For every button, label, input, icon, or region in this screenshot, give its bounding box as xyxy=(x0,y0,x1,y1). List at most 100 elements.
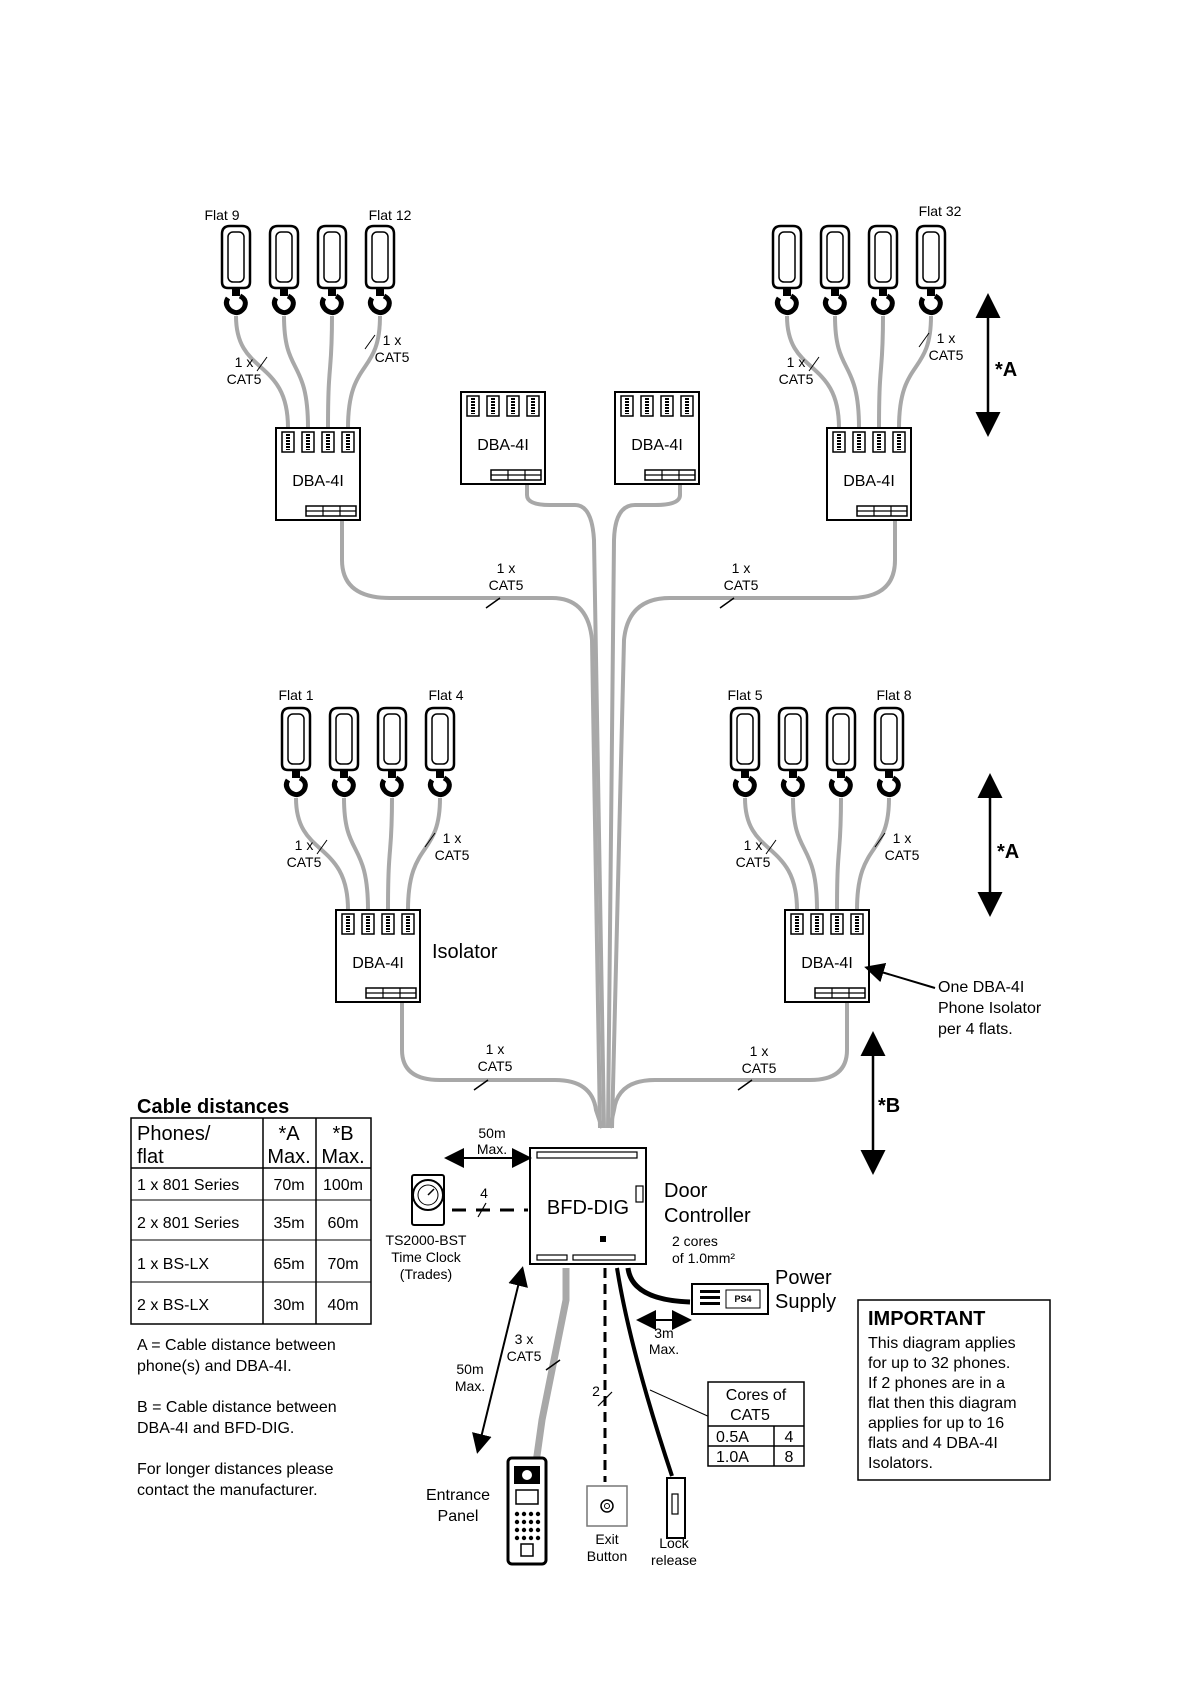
cable-label: 1 x xyxy=(443,830,462,846)
svg-text:Isolators.: Isolators. xyxy=(868,1455,933,1472)
svg-text:for up to 32 phones.: for up to 32 phones. xyxy=(868,1355,1010,1372)
svg-text:(Trades): (Trades) xyxy=(400,1266,452,1282)
handset-icon xyxy=(825,706,857,798)
svg-text:CAT5: CAT5 xyxy=(730,1407,770,1424)
cable-label: 1 x xyxy=(383,332,402,348)
handset-icon xyxy=(424,706,456,798)
svg-text:*A: *A xyxy=(278,1123,300,1145)
svg-text:release: release xyxy=(651,1552,697,1568)
exit-button-cable: 2 xyxy=(592,1268,613,1482)
door-controller: BFD-DIG xyxy=(529,1147,647,1265)
entrance-panel-label: Entrance Panel xyxy=(426,1487,490,1525)
svg-text:35m: 35m xyxy=(273,1215,304,1232)
phone-cable xyxy=(833,315,861,429)
svg-text:60m: 60m xyxy=(327,1215,358,1232)
isolator-name: DBA-4I xyxy=(477,437,529,454)
cable-label: 1 x xyxy=(295,837,314,853)
svg-text:Exit: Exit xyxy=(595,1531,618,1547)
phone-cable xyxy=(785,315,841,429)
dba-4i-isolator: DBA-4I xyxy=(784,909,870,1003)
svg-text:contact the manufacturer.: contact the manufacturer. xyxy=(137,1482,318,1499)
cable-label: CAT5 xyxy=(287,854,322,870)
svg-text:2 x 801 Series: 2 x 801 Series xyxy=(137,1215,239,1232)
svg-text:Lock: Lock xyxy=(659,1535,690,1551)
svg-text:of 1.0mm²: of 1.0mm² xyxy=(672,1250,735,1266)
dba-4i-isolator: DBA-4I xyxy=(614,391,700,485)
svg-text:Phone Isolator: Phone Isolator xyxy=(938,1000,1042,1017)
svg-text:1 x: 1 x xyxy=(732,560,751,576)
svg-text:B = Cable distance between: B = Cable distance between xyxy=(137,1399,337,1416)
phone-cable xyxy=(877,315,885,429)
cable-label: CAT5 xyxy=(779,371,814,387)
svg-text:Panel: Panel xyxy=(438,1508,479,1525)
svg-text:50m: 50m xyxy=(456,1361,483,1377)
flat-label-left: Flat 1 xyxy=(278,687,313,703)
lock-release-cable xyxy=(615,1267,713,1477)
cable-label: CAT5 xyxy=(435,847,470,863)
svg-text:1 x: 1 x xyxy=(750,1043,769,1059)
cable-distances: Cable distances Phones/ flat *A Max. *B … xyxy=(130,1096,372,1325)
svg-text:For longer distances please: For longer distances please xyxy=(137,1461,334,1478)
handset-icon xyxy=(771,224,803,316)
svg-text:applies for up to 16: applies for up to 16 xyxy=(868,1415,1004,1432)
svg-text:CAT5: CAT5 xyxy=(507,1348,542,1364)
phone-cable xyxy=(743,797,799,911)
isolator-name: DBA-4I xyxy=(352,955,404,972)
cable-label: CAT5 xyxy=(929,347,964,363)
cable-label: 1 x xyxy=(937,330,956,346)
svg-text:40m: 40m xyxy=(327,1297,358,1314)
cable-label: CAT5 xyxy=(885,847,920,863)
svg-text:70m: 70m xyxy=(327,1256,358,1273)
phone-cable xyxy=(282,315,310,429)
exit-button: Exit Button xyxy=(586,1485,628,1564)
cores-table: Cores of CAT5 0.5A 4 1.0A 8 xyxy=(707,1381,805,1467)
power-supply: PS4 Power Supply xyxy=(691,1267,836,1315)
svg-text:2 x BS-LX: 2 x BS-LX xyxy=(137,1297,209,1314)
time-clock: 4 xyxy=(411,1174,528,1226)
svg-text:A = Cable distance between: A = Cable distance between xyxy=(137,1337,336,1354)
flat-label-left: Flat 5 xyxy=(727,687,762,703)
svg-text:TS2000-BST: TS2000-BST xyxy=(386,1232,467,1248)
handset-icon xyxy=(867,224,899,316)
svg-text:Max.: Max. xyxy=(267,1146,310,1168)
handset-icon xyxy=(268,224,300,316)
phone-cable xyxy=(386,797,394,911)
phone-cable xyxy=(897,315,933,429)
svg-text:CAT5: CAT5 xyxy=(478,1058,513,1074)
cable-distances-notes: A = Cable distance between phone(s) and … xyxy=(137,1337,337,1499)
power-supply-distance: 3m Max. xyxy=(636,1310,692,1357)
distance-arrow-b: *B xyxy=(860,1031,900,1175)
cable-label: 1 x xyxy=(893,830,912,846)
important-title: IMPORTANT xyxy=(868,1308,985,1330)
svg-text:Phones/: Phones/ xyxy=(137,1123,211,1145)
isolator-name: DBA-4I xyxy=(631,437,683,454)
svg-text:phone(s) and DBA-4I.: phone(s) and DBA-4I. xyxy=(137,1358,292,1375)
handset-icon xyxy=(729,706,761,798)
svg-text:2 cores: 2 cores xyxy=(672,1233,718,1249)
svg-text:*A: *A xyxy=(997,841,1019,863)
trunk-cables xyxy=(340,485,897,1129)
svg-text:If 2 phones are in a: If 2 phones are in a xyxy=(868,1375,1005,1392)
svg-text:Max.: Max. xyxy=(321,1146,364,1168)
handset-icon xyxy=(819,224,851,316)
time-clock-label: TS2000-BST Time Clock (Trades) xyxy=(386,1232,467,1282)
svg-text:50m: 50m xyxy=(478,1125,505,1141)
svg-text:*A: *A xyxy=(995,359,1017,381)
svg-text:100m: 100m xyxy=(323,1177,363,1194)
svg-text:Power: Power xyxy=(775,1267,832,1289)
svg-text:Entrance: Entrance xyxy=(426,1487,490,1504)
svg-text:DBA-4I and BFD-DIG.: DBA-4I and BFD-DIG. xyxy=(137,1420,294,1437)
svg-text:This diagram applies: This diagram applies xyxy=(868,1335,1016,1352)
isolator-label: Isolator xyxy=(432,941,498,963)
controller-label-line1: Door xyxy=(664,1180,708,1202)
distance-arrow-a-bottom: *A xyxy=(977,773,1019,917)
cable-label: CAT5 xyxy=(227,371,262,387)
svg-text:per 4 flats.: per 4 flats. xyxy=(938,1021,1013,1038)
svg-text:1 x BS-LX: 1 x BS-LX xyxy=(137,1256,209,1273)
flat-label-right: Flat 32 xyxy=(919,203,962,219)
controller-label-line2: Controller xyxy=(664,1205,751,1227)
clock-cores: 4 xyxy=(480,1185,488,1201)
svg-text:Supply: Supply xyxy=(775,1291,836,1313)
svg-text:1 x: 1 x xyxy=(497,560,516,576)
